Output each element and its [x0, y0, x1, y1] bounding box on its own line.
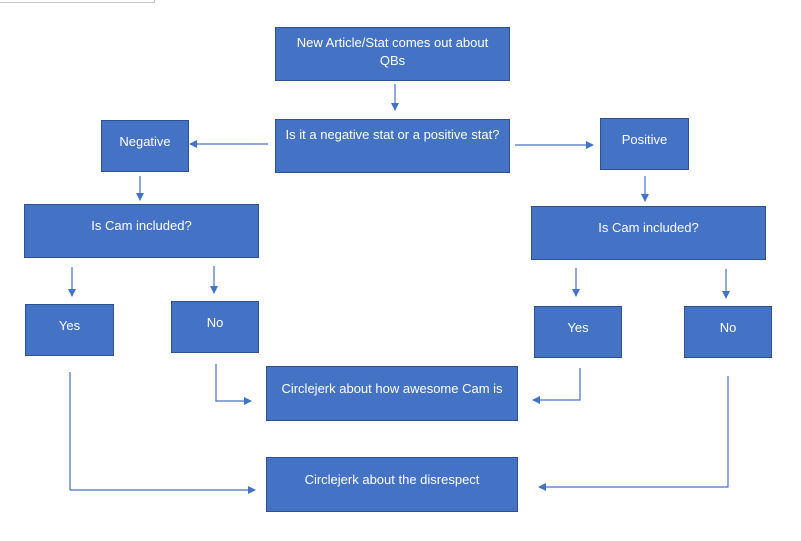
awesome-box: Circlejerk about how awesome Cam is: [266, 366, 518, 421]
neg-no-label: No: [206, 315, 224, 330]
start-box: New Article/Stat comes out about QBs: [275, 27, 510, 81]
pos-cam-question-box: Is Cam included?: [531, 206, 766, 260]
neg-yes-box: Yes: [25, 304, 114, 356]
neg-no-box: No: [171, 301, 259, 353]
neg-yes-label: Yes: [58, 318, 81, 333]
question-label: Is it a negative stat or a positive stat…: [285, 127, 500, 142]
awesome-label: Circlejerk about how awesome Cam is: [281, 381, 503, 396]
pos-cam-question-label: Is Cam included?: [598, 220, 699, 235]
window-edge-fragment: [0, 0, 155, 3]
disrespect-box: Circlejerk about the disrespect: [266, 457, 518, 512]
arrow-pos-no-to-disrespect: [538, 376, 729, 491]
pos-no-box: No: [684, 306, 772, 358]
positive-box: Positive: [600, 118, 689, 170]
arrow-neg-no-to-awesome: [215, 364, 252, 405]
negative-box: Negative: [101, 120, 189, 172]
neg-cam-question-label: Is Cam included?: [91, 218, 192, 233]
positive-label: Positive: [621, 132, 668, 147]
pos-yes-label: Yes: [567, 320, 589, 335]
arrow-pos-yes-to-awesome: [532, 368, 581, 404]
start-label: New Article/Stat comes out about QBs: [296, 35, 489, 68]
pos-yes-box: Yes: [534, 306, 622, 358]
neg-cam-question-box: Is Cam included?: [24, 204, 259, 258]
pos-no-label: No: [719, 320, 737, 335]
question-box: Is it a negative stat or a positive stat…: [275, 119, 510, 173]
disrespect-label: Circlejerk about the disrespect: [304, 472, 480, 487]
arrow-neg-yes-to-disrespect: [69, 372, 256, 494]
negative-label: Negative: [119, 134, 171, 149]
